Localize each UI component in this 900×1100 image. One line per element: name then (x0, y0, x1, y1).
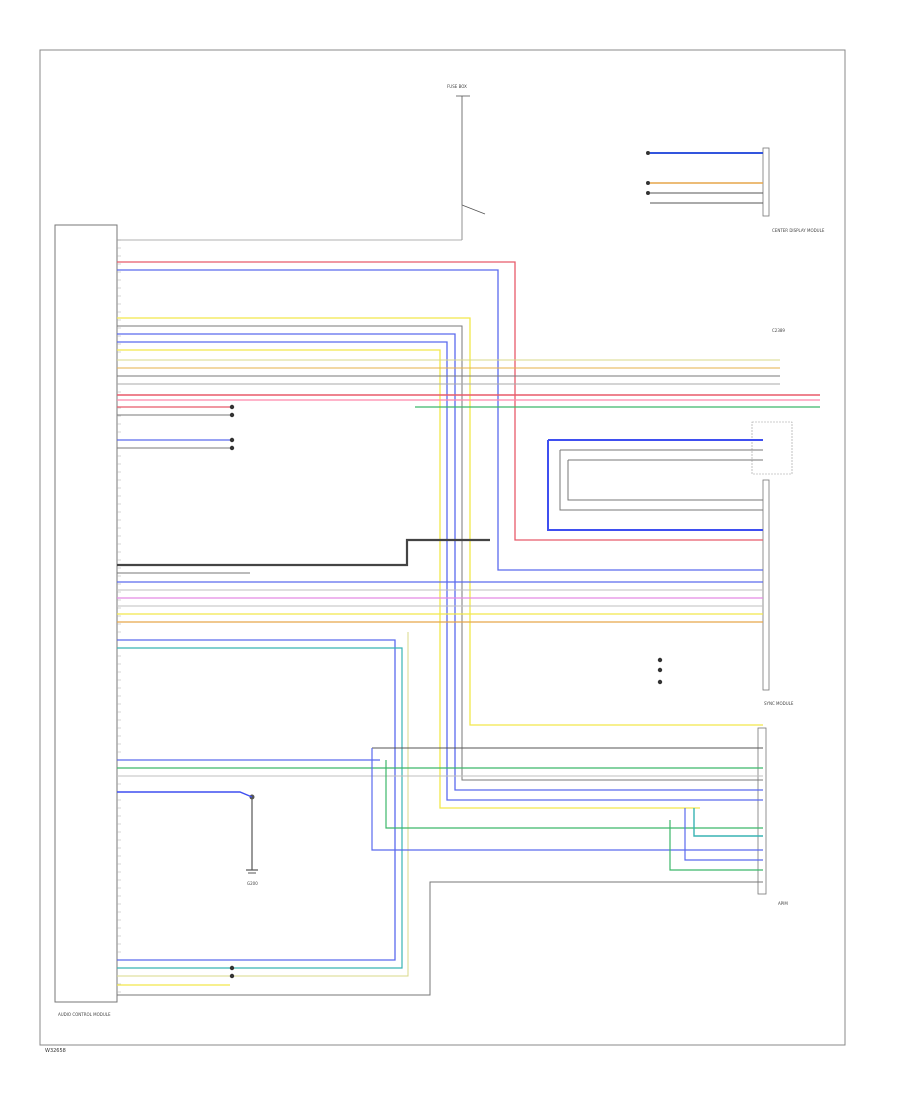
left-module-label: AUDIO CONTROL MODULE (58, 1012, 111, 1017)
wire-blue-b3 (684, 808, 763, 861)
wire-blue-2 (117, 333, 763, 791)
ground-symbol (246, 794, 258, 874)
right-mid-connector (762, 479, 770, 691)
left-ground-markers (229, 404, 663, 979)
right-mid-connector-label: C2389 (772, 328, 785, 333)
right-mid-module-label: SYNC MODULE (764, 701, 794, 706)
wire-gray-loop-2 (559, 450, 763, 511)
fuse-box-label: FUSE BOX (447, 84, 467, 89)
wire-blue-loop (547, 440, 763, 531)
right-top-connector (762, 147, 770, 217)
wire-gray-1 (117, 325, 763, 781)
wire-blue-down (117, 639, 396, 961)
wire-teal-down (117, 647, 403, 969)
wire-black-thick (117, 538, 490, 567)
wire-blue-b2 (371, 748, 763, 851)
wire-green-b2 (385, 760, 763, 829)
right-top-module-label: CENTER DISPLAY MODULE (772, 228, 825, 233)
diagram-frame (39, 49, 846, 1046)
right-bottom-module-label: APIM (778, 901, 788, 906)
wire-gray-loop-4 (567, 460, 763, 501)
wire-harness (117, 239, 820, 996)
left-module-pins (117, 239, 121, 993)
wire-red-long (117, 261, 763, 541)
wire-blue-3 (117, 341, 763, 801)
wire-yellow-2 (117, 349, 700, 809)
right-sensor-box (751, 421, 793, 475)
wire-gray-bottom (117, 881, 763, 996)
wire-blue-gnd (117, 791, 253, 798)
wire-blue-long (117, 269, 763, 571)
wire-teal-b (693, 808, 763, 837)
right-bottom-connector (757, 727, 767, 895)
wire-yellow-1 (117, 317, 763, 726)
wire-green-b3 (669, 820, 763, 871)
figure-code: W32658 (45, 1048, 66, 1054)
ground-label: G200 (247, 881, 258, 886)
wire-tan-down (117, 632, 409, 977)
fuse-box (456, 95, 486, 240)
right-top-wires (646, 151, 763, 204)
left-module-box (54, 224, 118, 1003)
